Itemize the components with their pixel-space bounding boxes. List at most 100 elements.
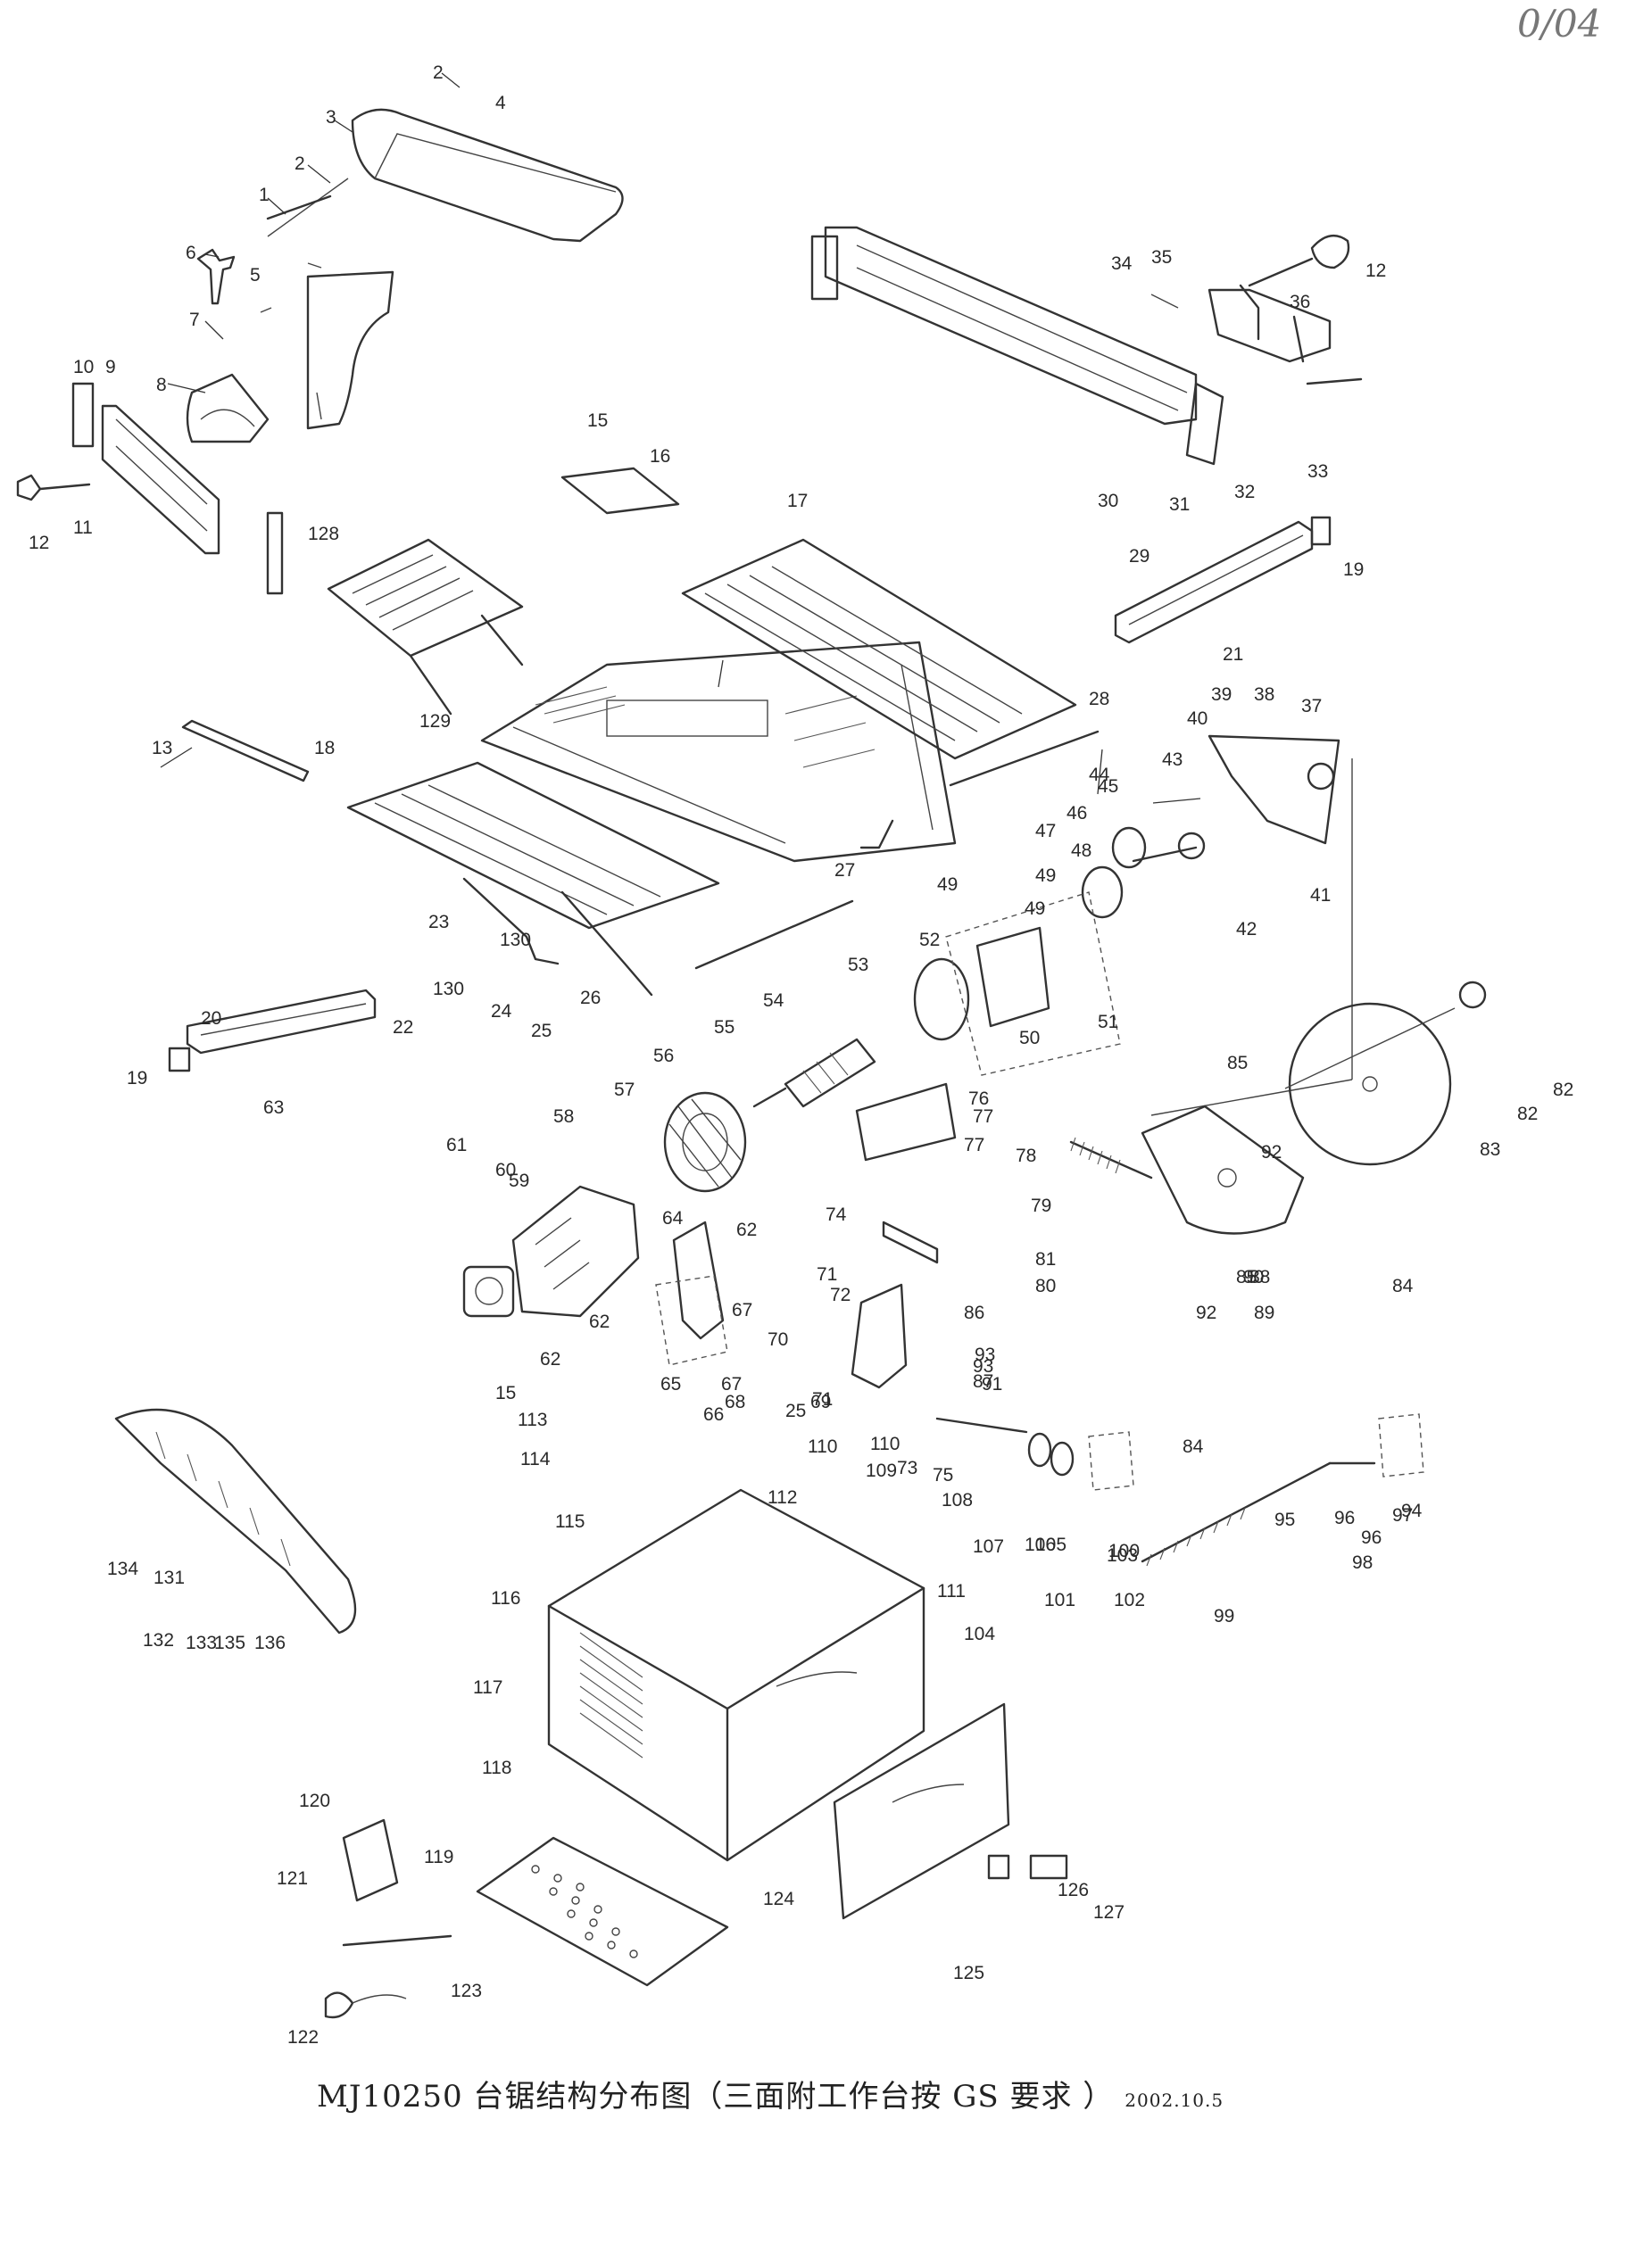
part-label: 71 — [812, 1389, 833, 1410]
part-label: 31 — [1169, 494, 1190, 515]
left-fence-drawing — [71, 382, 220, 555]
part-label: 7 — [189, 310, 200, 330]
right-rail-drawing — [1114, 516, 1332, 644]
left-extension-table-drawing — [346, 761, 720, 930]
part-label: 96 — [1334, 1508, 1355, 1528]
lower-guard-drawing — [1141, 1105, 1305, 1235]
part-label: 47 — [1035, 821, 1056, 841]
part-label: 3 — [326, 107, 336, 128]
part-label: 131 — [154, 1568, 185, 1588]
part-label: 2 — [433, 62, 444, 83]
part-label: 136 — [254, 1633, 286, 1653]
part-label: 15 — [587, 410, 608, 431]
part-label: 85 — [1227, 1053, 1248, 1073]
armature-drawing — [752, 1038, 876, 1108]
base-plate-drawing — [476, 1836, 729, 1987]
shaft-and-handwheel-drawing — [935, 1413, 1424, 1567]
extension-legs-drawing — [462, 730, 1100, 997]
part-label: 5 — [250, 265, 261, 286]
part-label: 54 — [763, 990, 784, 1011]
part-label: 90 — [1243, 1267, 1264, 1287]
part-label: 21 — [1223, 644, 1243, 665]
part-label: 75 — [933, 1465, 953, 1486]
right-extension-table-drawing — [681, 538, 1077, 760]
part-label: 104 — [964, 1624, 995, 1644]
part-label: 87 — [973, 1371, 993, 1392]
part-label: 55 — [714, 1017, 735, 1038]
part-label: 22 — [393, 1017, 413, 1038]
part-label: 45 — [1098, 776, 1118, 797]
part-label: 106 — [1025, 1535, 1056, 1555]
part-label: 78 — [1016, 1146, 1036, 1166]
part-label: 40 — [1187, 708, 1208, 729]
fence-bolt-drawing — [16, 474, 91, 501]
part-label: 60 — [495, 1160, 516, 1180]
part-label: 24 — [491, 1001, 512, 1022]
part-label: 94 — [1401, 1501, 1423, 1521]
part-label: 67 — [732, 1300, 752, 1320]
part-label: 93 — [975, 1345, 995, 1365]
part-label: 128 — [308, 524, 339, 544]
part-label: 15 — [495, 1383, 516, 1403]
part-label: 50 — [1019, 1028, 1040, 1048]
insert-plate-drawing — [560, 467, 680, 515]
part-label: 77 — [964, 1135, 984, 1155]
part-label: 119 — [424, 1847, 453, 1867]
handwritten-note: 0/04 — [1517, 2, 1602, 46]
part-label: 11 — [73, 517, 93, 538]
part-label: 16 — [650, 446, 670, 467]
part-label: 42 — [1236, 919, 1257, 939]
belt-131-drawing — [114, 1408, 357, 1635]
front-panel-drawing — [833, 1702, 1010, 1920]
part-label: 89 — [1254, 1303, 1274, 1323]
part-label: 44 — [1089, 765, 1110, 785]
part-label: 56 — [653, 1046, 674, 1066]
gear-and-pulley-drawing — [913, 762, 1335, 1041]
part-label: 130 — [433, 979, 464, 999]
part-label: 66 — [703, 1404, 724, 1425]
part-label: 91 — [982, 1374, 1002, 1395]
part-label: 97 — [1392, 1505, 1413, 1526]
part-label: 19 — [127, 1068, 147, 1088]
part-label: 98 — [1352, 1552, 1373, 1573]
part-label: 28 — [1089, 689, 1109, 709]
saw-blade-drawing — [1284, 981, 1487, 1166]
part-label: 41 — [1310, 885, 1331, 906]
part-label: 48 — [1071, 840, 1091, 861]
part-label: 49 — [1035, 865, 1056, 886]
part-label: 8 — [156, 375, 167, 395]
part-label: 96 — [1361, 1527, 1382, 1548]
motor-housing-drawing — [462, 1185, 640, 1318]
part-label: 68 — [725, 1392, 745, 1412]
rear-fence-drawing — [810, 226, 1363, 466]
cabinet-drawing — [547, 1488, 925, 1862]
part-label: 77 — [973, 1106, 993, 1127]
part-label: 49 — [1025, 898, 1045, 919]
part-label: 29 — [1129, 546, 1149, 567]
knob-and-pin-drawing — [196, 195, 332, 313]
part-label: 23 — [428, 912, 449, 932]
part-label: 34 — [1111, 253, 1133, 274]
part-label: 133 — [186, 1633, 217, 1653]
part-label: 18 — [314, 738, 335, 758]
part-label: 108 — [942, 1490, 973, 1511]
part-label: 51 — [1098, 1012, 1118, 1032]
part-label: 80 — [1035, 1276, 1056, 1296]
part-label: 102 — [1114, 1590, 1145, 1610]
diagram-caption: MJ10250 台锯结构分布图（三面附工作台按 GS 要求 ）2002.10.5 — [317, 2072, 1224, 2115]
part-label: 13 — [152, 738, 172, 758]
part-label: 27 — [834, 860, 855, 881]
trunnion-drawing — [851, 1082, 957, 1389]
leader-lines — [160, 72, 1201, 804]
part-label: 121 — [277, 1868, 308, 1889]
part-label: 17 — [787, 491, 808, 511]
part-label: 134 — [107, 1559, 138, 1579]
part-label: 63 — [263, 1097, 284, 1118]
part-number-labels: 1 2 2 3 4 5 6 7 8 9 10 11 12 13 15 15 16… — [29, 62, 1573, 2048]
part-label: 82 — [1553, 1080, 1573, 1100]
part-label: 52 — [919, 930, 940, 950]
part-label: 103 — [1107, 1545, 1138, 1566]
part-label: 62 — [540, 1349, 560, 1370]
part-label: 82 — [1517, 1104, 1538, 1124]
part-label: 76 — [968, 1088, 989, 1109]
